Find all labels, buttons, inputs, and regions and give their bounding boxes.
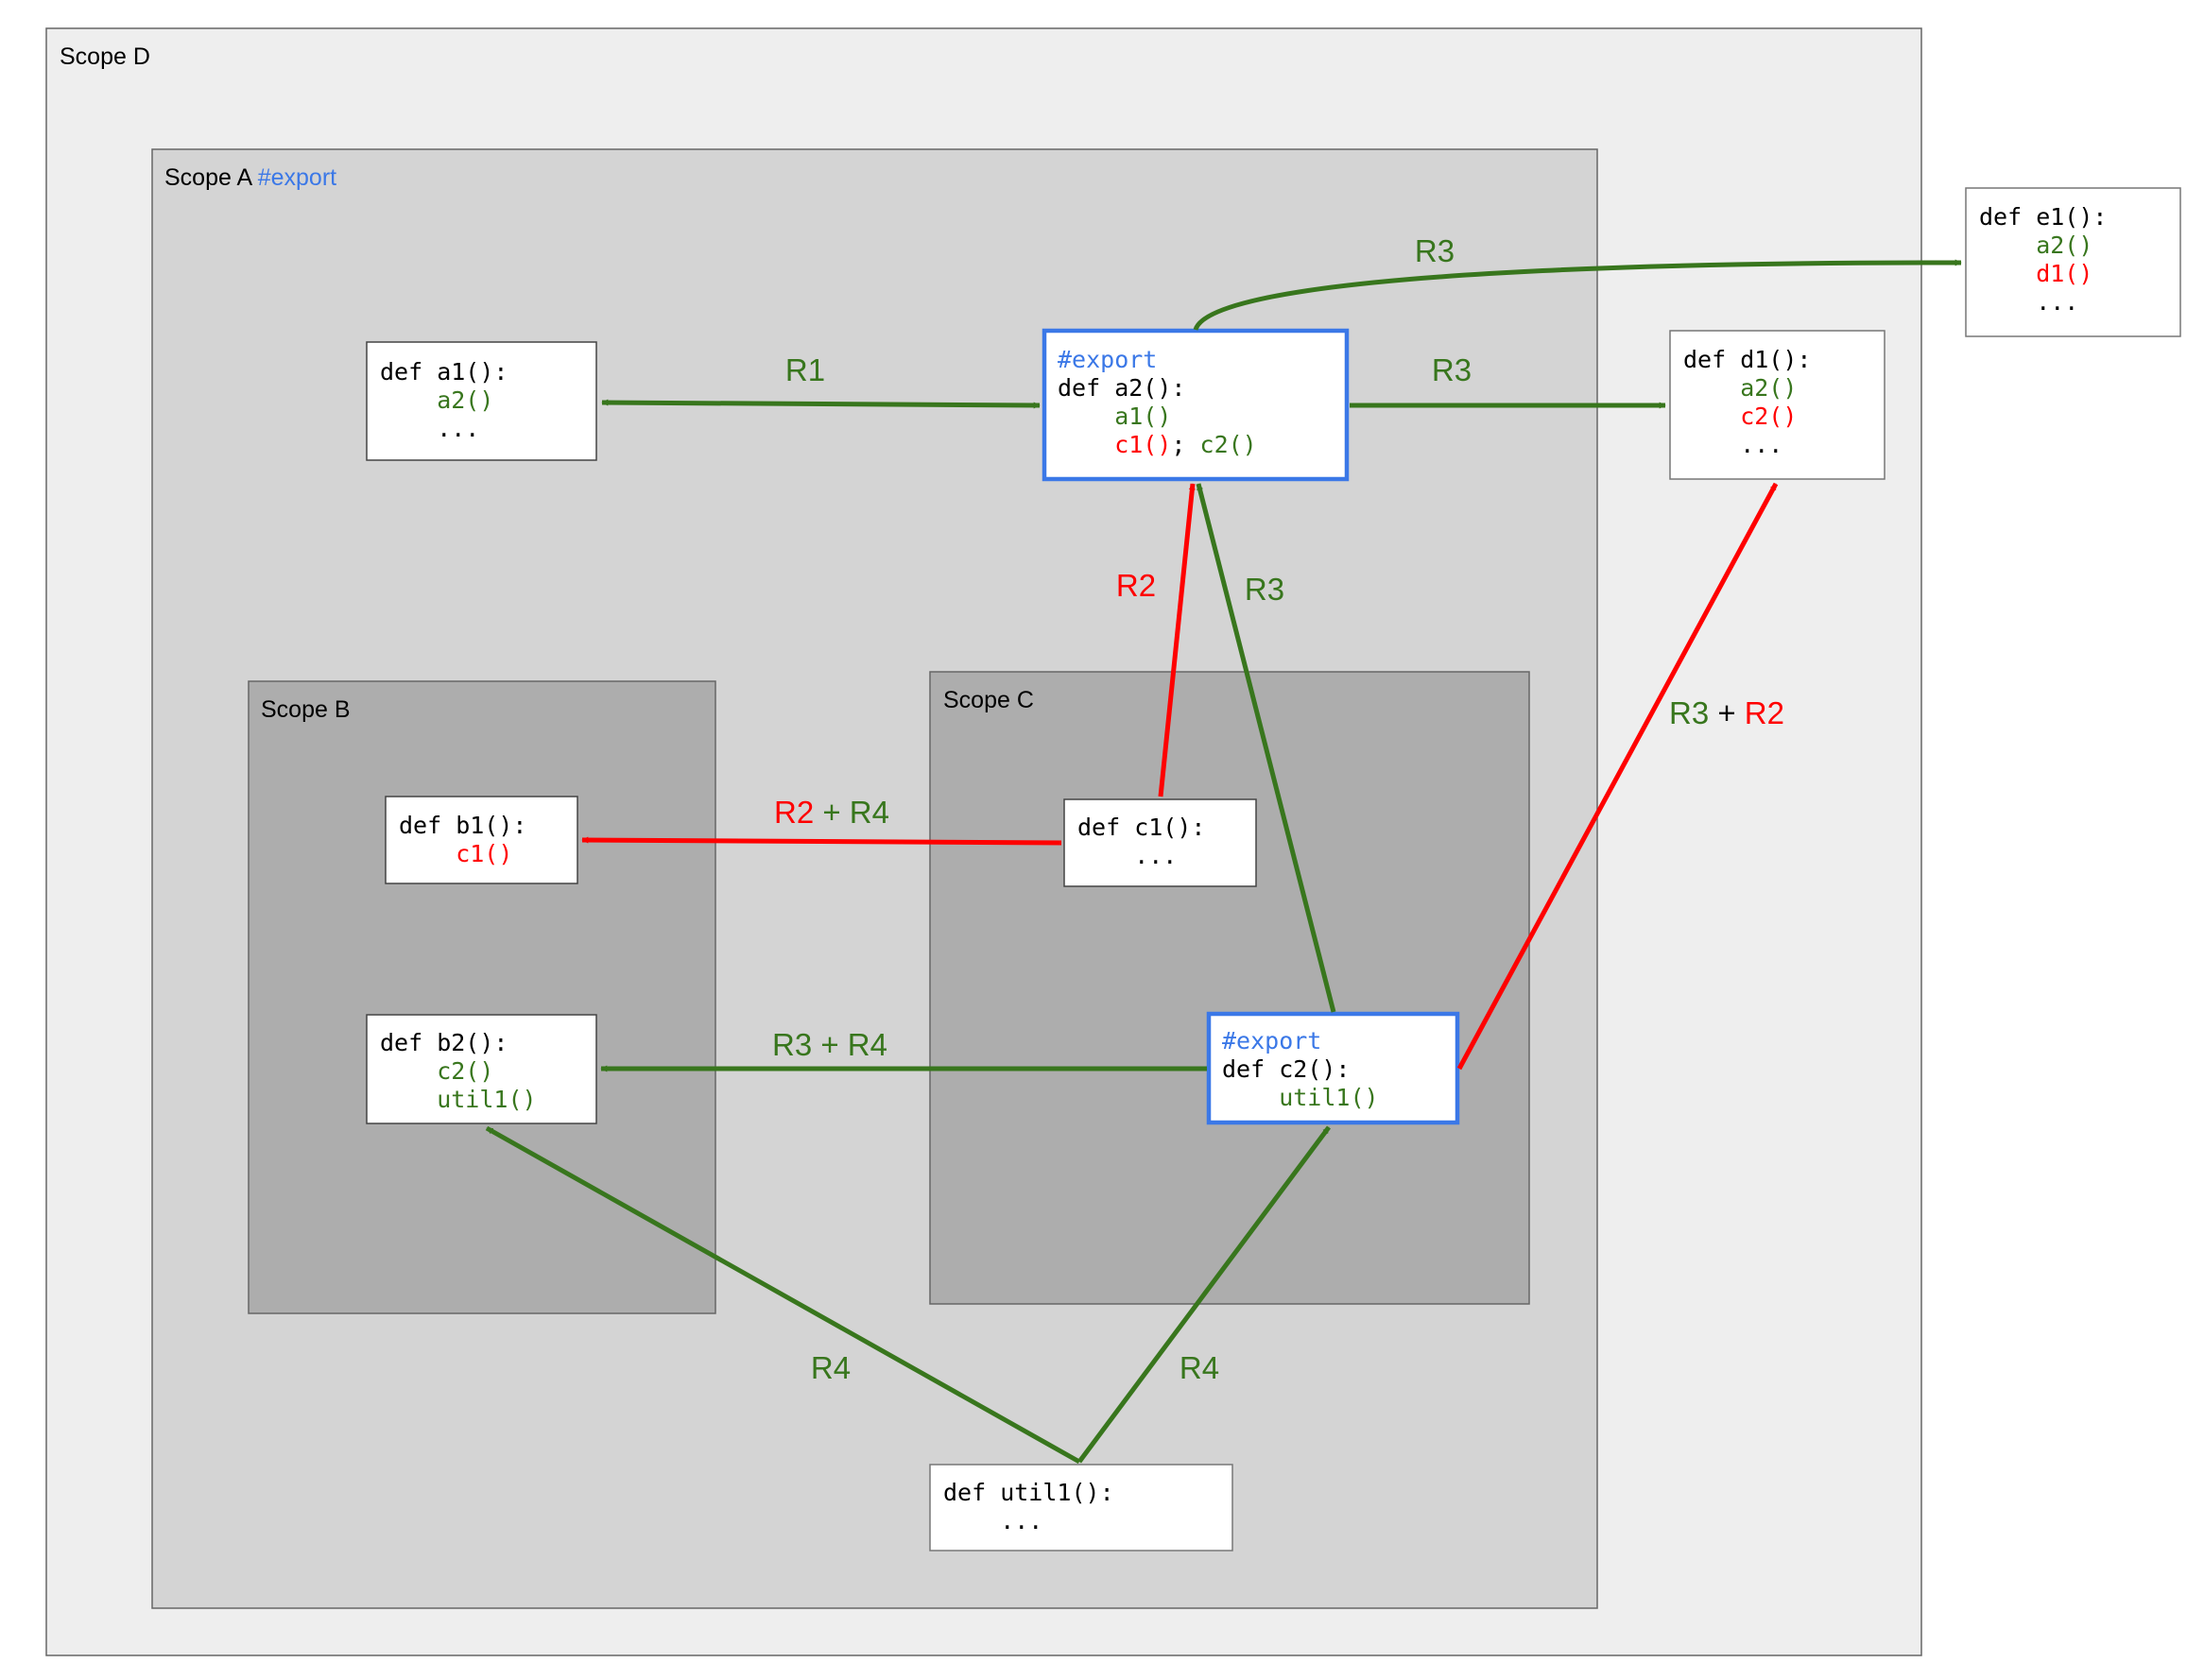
function-a1: def a1(): a2() ... bbox=[366, 341, 597, 461]
e1-call-d1: d1() bbox=[1979, 260, 2092, 287]
scope-a-label: Scope A #export bbox=[164, 164, 336, 191]
e1-def-line: def e1(): bbox=[1979, 203, 2107, 231]
edge-label-c2-b2: R3 + R4 bbox=[772, 1027, 887, 1062]
edge-label-c2-d1: R3 + R2 bbox=[1669, 695, 1784, 730]
edge-labels: R1 R3 R3 R2 R3 R2 + R4 R3 + R4 R3 + R2 R… bbox=[772, 233, 1784, 1385]
function-util1: def util1(): ... bbox=[929, 1464, 1233, 1551]
edge-util1-c2 bbox=[1076, 1125, 1332, 1464]
scope-b: Scope B bbox=[248, 680, 716, 1314]
a1-ellipsis: ... bbox=[380, 415, 479, 442]
d1-call-a2: a2() bbox=[1683, 374, 1797, 402]
a2-def-line: def a2(): bbox=[1058, 374, 1185, 402]
edge-label-c2-a2: R3 bbox=[1245, 572, 1284, 607]
c2-def-line: def c2(): bbox=[1222, 1055, 1350, 1083]
scope-c-label: Scope C bbox=[943, 687, 1034, 713]
edge-c2-d1 bbox=[1456, 482, 1779, 1071]
function-c2: #export def c2(): util1() bbox=[1206, 1011, 1460, 1125]
c2-export-tag: #export bbox=[1222, 1027, 1321, 1054]
a2-call-c1: c1() bbox=[1058, 431, 1171, 458]
edge-c1-b1 bbox=[581, 836, 1062, 846]
svg-text:def b2(): c2(): def b2(): c2() util1() bbox=[380, 1029, 537, 1113]
edges bbox=[485, 259, 1962, 1465]
scope-c: Scope C bbox=[929, 671, 1530, 1305]
edge-label-c1-a2: R2 bbox=[1116, 568, 1156, 603]
edge-a1-a2 bbox=[601, 399, 1041, 409]
svg-text:#export def a2():: #export def a2(): a1() c1(); c2() bbox=[1058, 346, 1257, 458]
a1-def-line: def a1(): bbox=[380, 358, 508, 386]
svg-text:def b1(): c1(): def b1(): c1() bbox=[399, 812, 542, 867]
svg-text:def e1(): a2(): def e1(): a2() d1() ... bbox=[1979, 203, 2122, 316]
scope-b-label: Scope B bbox=[261, 696, 351, 723]
function-b2: def b2(): c2() util1() bbox=[366, 1014, 597, 1124]
edge-util1-b2 bbox=[485, 1125, 1081, 1465]
b1-def-line: def b1(): bbox=[399, 812, 526, 839]
c1-def-line: def c1(): bbox=[1077, 814, 1205, 841]
function-d1: def d1(): a2() c2() ... bbox=[1669, 330, 1885, 480]
function-a2: #export def a2(): a1() c1(); c2() bbox=[1042, 328, 1350, 482]
scope-a-export-tag: #export bbox=[258, 164, 336, 191]
util1-def-line: def util1(): bbox=[943, 1479, 1114, 1506]
function-c1: def c1(): ... bbox=[1063, 798, 1257, 887]
svg-text:def c1(): ...: def c1(): ... bbox=[1077, 814, 1220, 869]
edge-label-util1-c2: R4 bbox=[1179, 1350, 1219, 1385]
a2-export-tag: #export bbox=[1058, 346, 1157, 373]
svg-text:def util1(): ...: def util1(): ... bbox=[943, 1479, 1128, 1534]
e1-ellipsis: ... bbox=[1979, 288, 2078, 316]
b2-call-c2: c2() bbox=[380, 1057, 493, 1085]
edge-c1-a2 bbox=[1158, 483, 1196, 797]
b2-call-util1: util1() bbox=[380, 1086, 537, 1113]
d1-def-line: def d1(): bbox=[1683, 346, 1811, 373]
edge-label-util1-b2: R4 bbox=[811, 1350, 851, 1385]
svg-text:#export def c2():: #export def c2(): util1() bbox=[1222, 1027, 1379, 1111]
d1-call-c2: c2() bbox=[1683, 403, 1797, 430]
edge-a2-e1 bbox=[1193, 259, 1962, 332]
function-e1: def e1(): a2() d1() ... bbox=[1965, 187, 2181, 337]
a2-call-c2: c2() bbox=[1200, 431, 1257, 458]
c1-ellipsis: ... bbox=[1077, 842, 1177, 869]
svg-text:def a1(): a2(): def a1(): a2() ... bbox=[380, 358, 523, 442]
function-b1: def b1(): c1() bbox=[385, 796, 578, 884]
edge-label-c1-b1: R2 + R4 bbox=[774, 795, 889, 830]
util1-ellipsis: ... bbox=[943, 1507, 1042, 1534]
a1-call-a2: a2() bbox=[380, 386, 493, 414]
e1-call-a2: a2() bbox=[1979, 231, 2092, 259]
b2-def-line: def b2(): bbox=[380, 1029, 508, 1056]
d1-ellipsis: ... bbox=[1683, 431, 1782, 458]
c2-call-util1: util1() bbox=[1222, 1084, 1379, 1111]
b1-call-c1: c1() bbox=[399, 840, 512, 867]
edge-label-a2-e1: R3 bbox=[1415, 233, 1455, 268]
svg-text:def d1(): a2(): def d1(): a2() c2() ... bbox=[1683, 346, 1826, 458]
scope-d-label: Scope D bbox=[60, 43, 150, 70]
a2-separator: ; bbox=[1171, 431, 1199, 458]
edge-label-a1-a2: R1 bbox=[785, 352, 825, 387]
edge-c2-a2 bbox=[1196, 483, 1336, 1013]
a2-call-a1: a1() bbox=[1058, 403, 1171, 430]
edge-label-a2-d1: R3 bbox=[1432, 352, 1472, 387]
